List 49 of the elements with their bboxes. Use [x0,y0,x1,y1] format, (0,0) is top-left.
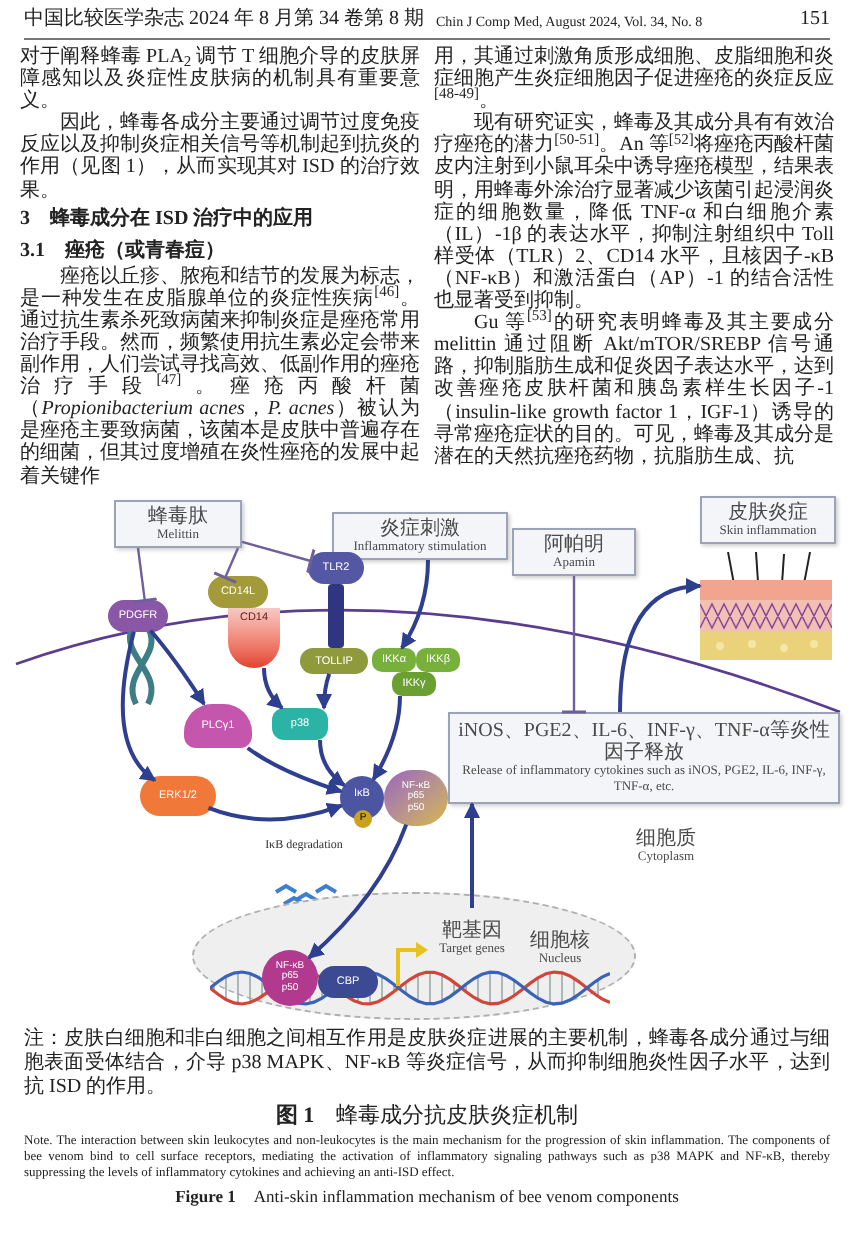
arrow [316,673,333,710]
protein-shape [272,708,328,740]
node-text: 炎症刺激 [380,517,460,539]
inhibition-line [212,547,240,584]
region-label: 细胞质 [636,828,696,850]
skin-drawing [700,552,832,660]
arrow [149,629,206,706]
arrow [464,802,480,908]
receptor-shape [228,608,280,668]
figure-note: 注：皮肤白细胞和非白细胞之间相互作用是皮肤炎症进展的主要机制，蜂毒各成分通过与细胞表面受体结合，介导 p38 MAPK、NF-κB 等炎症信号，从而抑制细胞炎性因子水平，达到抗 ISD 的作用。 [24,1028,830,1100]
label-box [512,528,636,576]
arrow [207,802,344,822]
kinase-block [392,672,436,696]
inhibition-line [560,576,588,714]
inhibition-line [131,547,159,604]
protein-complex [384,770,448,826]
figure-title: 图 1 蜂毒成分抗皮肤炎症机制 [275,1104,579,1130]
arrow [246,746,343,795]
protein-complex [262,950,318,1006]
node-text: 阿帕明 [544,533,604,555]
node-text: 靶基因 [442,919,502,941]
body-paragraph: 用，其通过刺激角质形成细胞、皮脂细胞和炎症细胞产生炎症细胞因子促进痤疮的炎症反应$^{[48-49]}$。 [434,46,834,113]
node-text: 皮肤炎症 [728,501,808,523]
arrow [400,559,430,650]
node-text: 蜂毒肽 [148,505,208,527]
body-paragraph: Gu 等$^{[53]}$的研究表明蜂毒及其主要成分 melittin 通过阻断 Akt/mTOR/SREBP 信号通路，抑制脂肪生成和促炎因子表达水平，达到改善痤疮皮肤杆菌和胰岛素样生长因子-1（insulin-like growth factor 1，IGF-1）诱导的寻常痤疮症状的目的。可见，蜂毒及其成分是潜在的天然抗痤疮药物，抗脂肪生成、抗 [434,312,834,468]
arrow [262,667,284,710]
kinase-block [372,648,416,672]
protein-shape [184,704,252,748]
running-header: 中国比较医学杂志 2024 年 8 月第 34 卷第 8 期 [24,8,424,32]
node-text: iNOS、PGE2、IL-6、INF-γ、TNF-α等炎性因子释放 [456,720,832,764]
section-heading: 3 蜂毒成分在 ISD 治疗中的应用 [20,207,316,232]
node-text: 细胞核 [530,930,590,952]
body-paragraph: 对于阐释蜂毒 PLA$_{2}$ 调节 T 细胞介导的皮肤屏障感知以及炎症性皮肤病的机制具有重要意义。 [20,46,420,113]
label-box [114,500,242,548]
page-number: 151 [800,8,830,32]
label-box [332,512,508,560]
section-heading: 3.1 痤疮（或青春痘） [20,239,227,264]
body-paragraph: 因此，蜂毒各成分主要通过调节过度免疫反应以及抑制炎症相关信号等机制起到抗炎的作用（见图 1），从而实现其对 ISD 的治疗效果。 [20,112,420,202]
arrow [618,579,702,713]
kinase-block [416,648,460,672]
arrow [120,631,157,782]
inhibition-line [241,540,316,575]
label-box [448,712,840,804]
body-paragraph: 痤疮以丘疹、脓疱和结节的发展为标志，是一种发生在皮脂腺单位的炎症性疾病$^{[46]}$。通过抗生素杀死致病菌来抑制炎症是痤疮常用治疗手段。然而，频繁使用抗生素必定会带来副作用，人们尝试寻找高效、低副作用的痤疮治疗手段$^{[47]}$。痤疮丙酸杆菌（Propionibacterium acnes，P. acnes）被认为是痤疮主要致病菌，该菌本是皮肤中普遍存在的细菌，但其过度增殖在炎性痤疮的发展中起着关键作 [20,265,420,488]
label-box [700,496,836,544]
figure-caption: Figure 1 Anti-skin inflammation mechanism of bee venom components [175,1186,679,1208]
arrow [307,823,409,960]
arrow [318,739,346,787]
